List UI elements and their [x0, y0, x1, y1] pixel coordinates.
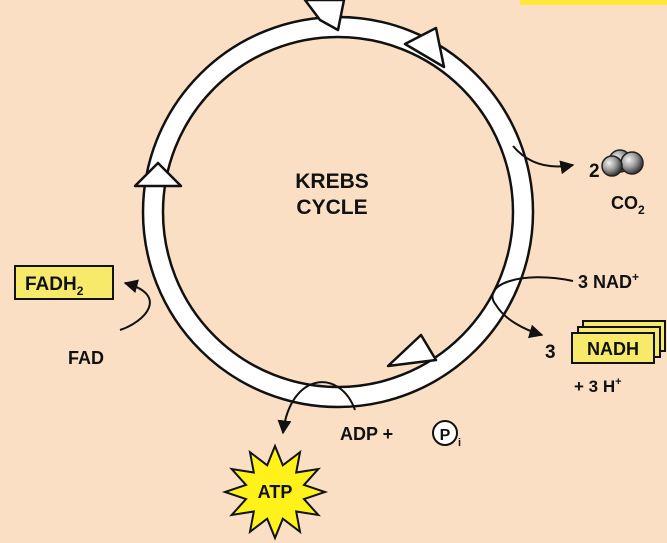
atp-arrow: [277, 381, 356, 435]
atp-label: ATP: [258, 482, 293, 502]
co2-arrow: [512, 145, 575, 175]
co2-label: CO2: [611, 193, 645, 217]
nad-label: 3 NAD+: [578, 270, 639, 292]
ring-arrowhead-upper-right: [403, 26, 446, 69]
fadh2-box: [14, 265, 114, 300]
hplus-label: + 3 H+: [574, 376, 622, 396]
center-title-line1: KREBS: [295, 170, 369, 193]
fad-label: FAD: [68, 348, 104, 368]
nadh-box-stack: [571, 320, 666, 364]
adp-label: ADP +: [340, 424, 393, 444]
co2-molecule-icon: [601, 149, 644, 177]
nad-arrow: [491, 276, 574, 339]
phosphate-subscript: i: [458, 437, 461, 449]
fad-arrow: [119, 279, 151, 331]
atp-starburst-icon: [221, 443, 329, 541]
nadh-coefficient: 3: [545, 342, 556, 363]
co2-coefficient: 2: [589, 161, 600, 182]
cycle-ring: [141, 15, 535, 409]
center-title-line2: CYCLE: [296, 196, 367, 219]
phosphate-icon: [432, 420, 458, 446]
nadh-label: NADH: [587, 339, 639, 359]
fadh2-label: FADH2: [25, 274, 84, 298]
ring-arrowhead-top: [303, 0, 346, 32]
corner-tab: [520, 0, 667, 5]
phosphate-letter: P: [440, 427, 451, 444]
ring-arrowhead-lower-right: [386, 333, 438, 368]
ring-arrowhead-left: [133, 161, 183, 188]
